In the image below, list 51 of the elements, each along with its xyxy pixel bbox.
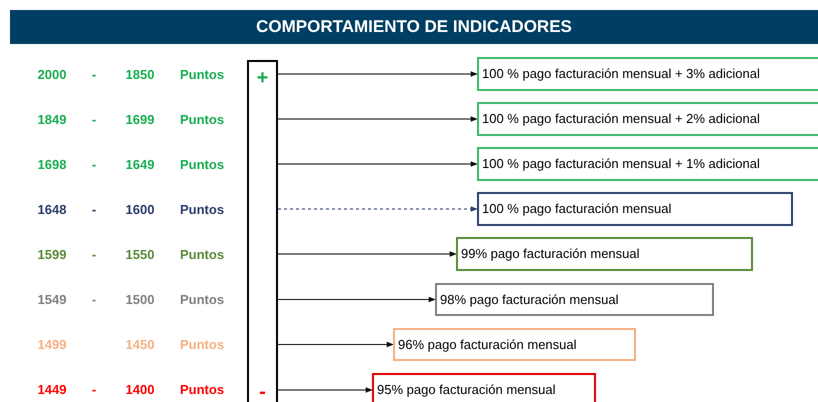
result-box: 100 % pago facturación mensual + 3% adicional	[477, 57, 818, 91]
title-banner: COMPORTAMIENTO DE INDICADORES	[10, 10, 818, 44]
arrow	[278, 161, 478, 167]
score-value: 1500	[124, 293, 156, 306]
result-box: 99% pago facturación mensual	[456, 237, 753, 271]
range-dash: -	[90, 158, 98, 171]
arrow	[278, 251, 457, 257]
scale-bar	[247, 60, 278, 402]
score-value: 1550	[124, 248, 156, 261]
score-value: 1600	[124, 203, 156, 216]
plus-sign: +	[256, 68, 270, 88]
score-value: 1549	[36, 293, 68, 306]
result-box: 98% pago facturación mensual	[435, 283, 714, 316]
result-box: 100 % pago facturación mensual	[477, 192, 793, 226]
points-label: Puntos	[180, 68, 226, 81]
score-value: 1698	[36, 158, 68, 171]
minus-sign: -	[258, 382, 267, 402]
arrow	[278, 206, 478, 212]
result-box: 96% pago facturación mensual	[393, 328, 636, 361]
range-dash: -	[90, 113, 98, 126]
arrow	[278, 296, 436, 302]
points-label: Puntos	[180, 158, 226, 171]
score-value: 1449	[36, 383, 68, 396]
result-box: 100 % pago facturación mensual + 2% adicional	[477, 102, 818, 136]
arrow	[278, 387, 373, 393]
range-dash: -	[90, 383, 98, 396]
score-value: 1599	[36, 248, 68, 261]
points-label: Puntos	[180, 293, 226, 306]
points-label: Puntos	[180, 203, 226, 216]
arrow	[278, 71, 478, 77]
range-dash: -	[90, 293, 98, 306]
score-value: 1649	[124, 158, 156, 171]
score-value: 1699	[124, 113, 156, 126]
points-label: Puntos	[180, 383, 226, 396]
range-dash: -	[90, 68, 98, 81]
score-value: 1849	[36, 113, 68, 126]
arrow	[278, 342, 394, 348]
range-dash: -	[90, 248, 98, 261]
result-box: 95% pago facturación mensual	[372, 373, 596, 402]
points-label: Puntos	[180, 248, 226, 261]
score-value: 1450	[124, 338, 156, 351]
score-value: 1499	[36, 338, 68, 351]
score-value: 1400	[124, 383, 156, 396]
result-box: 100 % pago facturación mensual + 1% adicional	[477, 147, 818, 181]
score-value: 1850	[124, 68, 156, 81]
score-value: 1648	[36, 203, 68, 216]
score-value: 2000	[36, 68, 68, 81]
range-dash: -	[90, 203, 98, 216]
points-label: Puntos	[180, 338, 226, 351]
points-label: Puntos	[180, 113, 226, 126]
arrow	[278, 116, 478, 122]
